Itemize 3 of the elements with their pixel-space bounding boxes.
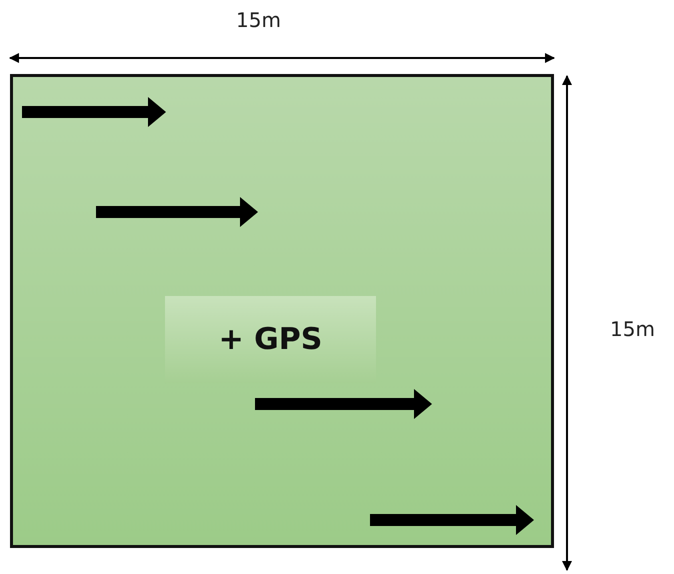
field-area (10, 74, 554, 548)
dimension-label: 15m (610, 317, 655, 341)
dimension-label: 15m (236, 8, 281, 32)
